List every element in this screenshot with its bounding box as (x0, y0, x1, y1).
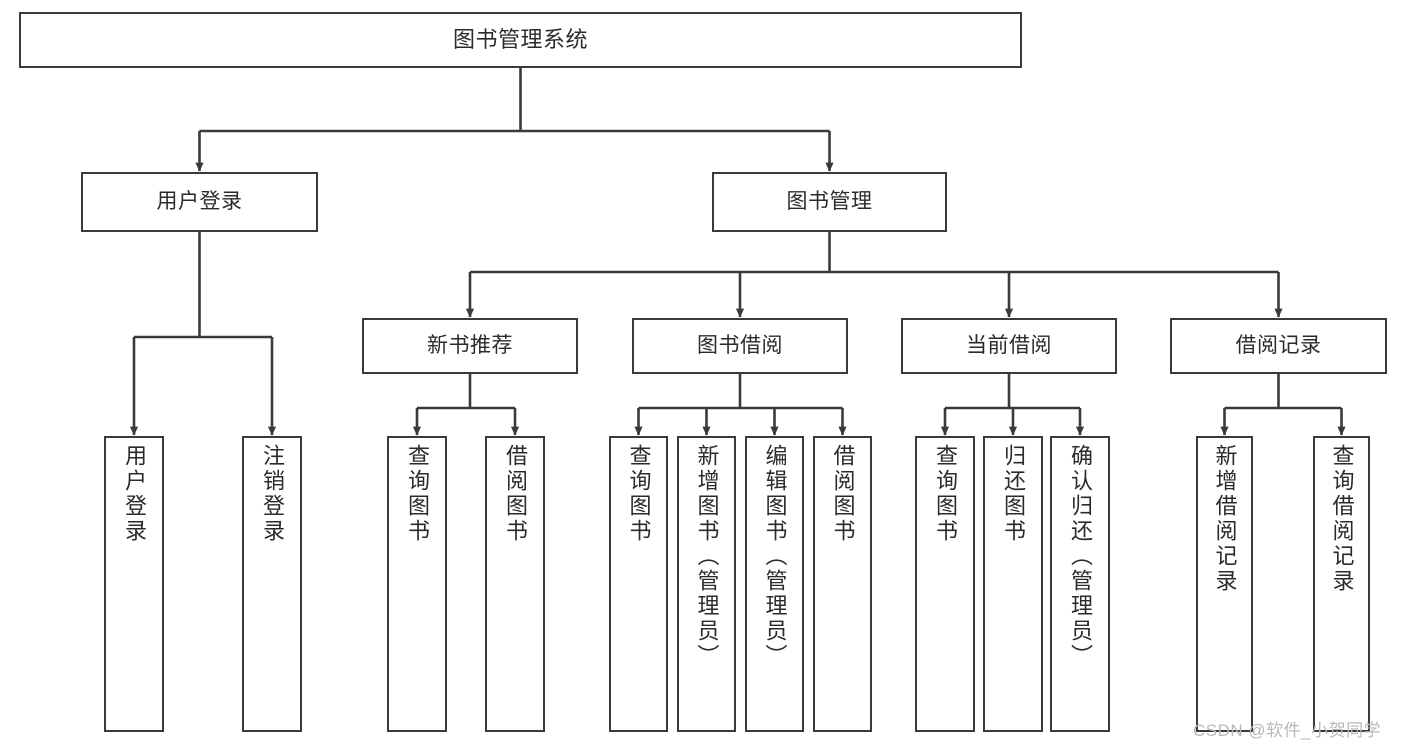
node-new_book_rec: 新书推荐 (362, 318, 578, 374)
node-label: 图书管理系统 (452, 27, 588, 53)
node-label: 查询借阅记录 (1329, 444, 1355, 594)
node-cb_query_book: 查询图书 (915, 436, 975, 732)
node-br_add_record: 新增借阅记录 (1196, 436, 1253, 732)
node-nb_borrow_book: 借阅图书 (485, 436, 545, 732)
csdn-watermark: CSDN @软件_小贺同学 (1193, 721, 1382, 740)
node-label: 归还图书 (1001, 444, 1026, 544)
node-bb_query_book: 查询图书 (609, 436, 668, 732)
node-label: 用户登录 (122, 444, 147, 544)
node-root: 图书管理系统 (19, 12, 1022, 68)
node-bb_edit_book: 编辑图书（管理员） (745, 436, 804, 732)
node-label: 图书管理 (786, 189, 873, 213)
node-label: 注销登录 (260, 444, 285, 544)
node-borrow_record: 借阅记录 (1170, 318, 1387, 374)
node-label: 当前借阅 (966, 333, 1052, 357)
node-br_query_record: 查询借阅记录 (1313, 436, 1370, 732)
node-label: 新增图书（管理员） (694, 444, 720, 669)
node-label: 新书推荐 (427, 333, 513, 357)
node-label: 查询图书 (626, 444, 652, 544)
node-label: 借阅图书 (830, 444, 856, 544)
node-bb_borrow_book: 借阅图书 (813, 436, 872, 732)
node-label: 借阅记录 (1235, 333, 1322, 357)
node-user_login_do: 用户登录 (104, 436, 164, 732)
node-current_borrow: 当前借阅 (901, 318, 1117, 374)
node-cb_confirm_ret: 确认归还（管理员） (1050, 436, 1110, 732)
node-user_logout_do: 注销登录 (242, 436, 302, 732)
node-label: 新增借阅记录 (1212, 444, 1238, 594)
node-label: 借阅图书 (503, 444, 528, 544)
node-cb_return_book: 归还图书 (983, 436, 1043, 732)
node-label: 图书借阅 (697, 333, 783, 357)
node-label: 编辑图书（管理员） (762, 444, 788, 669)
node-nb_query_book: 查询图书 (387, 436, 447, 732)
node-user_login: 用户登录 (81, 172, 318, 232)
node-label: 查询图书 (405, 444, 430, 544)
node-label: 查询图书 (933, 444, 958, 544)
node-label: 用户登录 (156, 189, 243, 213)
node-book_mgmt: 图书管理 (712, 172, 947, 232)
node-bb_add_book: 新增图书（管理员） (677, 436, 736, 732)
node-label: 确认归还（管理员） (1068, 444, 1093, 669)
node-book_borrow: 图书借阅 (632, 318, 848, 374)
